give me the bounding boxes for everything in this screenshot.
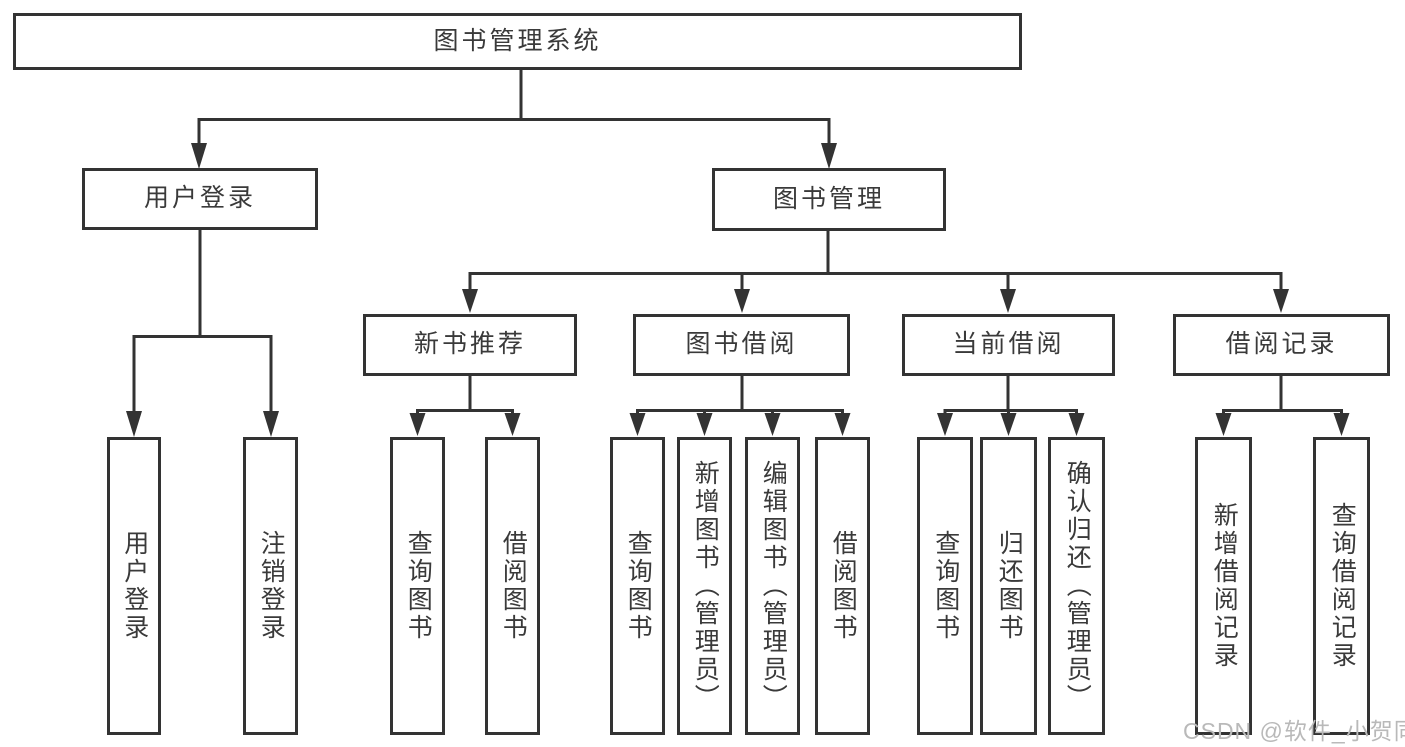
leaf-query-borrow-record: 查询借阅记录 — [1313, 437, 1370, 735]
arrowhead — [1273, 289, 1289, 313]
node-current-borrow: 当前借阅 — [902, 314, 1115, 376]
node-user-login: 用户登录 — [82, 168, 318, 230]
arrowhead — [696, 413, 713, 436]
node-label: 用户登录 — [143, 184, 256, 213]
node-new-book-recommend: 新书推荐 — [363, 314, 577, 376]
node-label: 借阅记录 — [1225, 330, 1338, 359]
arrowhead — [1333, 413, 1350, 436]
node-label: 图书管理 — [772, 184, 885, 213]
node-label: 新增图书（管理员） — [691, 460, 720, 712]
leaf-return-book: 归还图书 — [980, 437, 1037, 735]
leaf-query-books-borrow: 查询图书 — [610, 437, 665, 735]
leaf-query-books-recommend: 查询图书 — [390, 437, 445, 735]
arrowhead — [1068, 413, 1085, 436]
node-label: 新书推荐 — [413, 330, 526, 359]
connector-book-borrow-children — [629, 376, 851, 436]
node-label: 图书借阅 — [685, 330, 798, 359]
node-borrow-records: 借阅记录 — [1173, 314, 1390, 376]
arrowhead — [937, 413, 953, 436]
arrowhead — [504, 413, 521, 436]
connector-user-login-children — [126, 230, 279, 437]
leaf-borrow-books-recommend: 借阅图书 — [485, 437, 540, 735]
node-label: 借阅图书 — [499, 530, 528, 642]
node-label: 新增借阅记录 — [1210, 502, 1239, 670]
arrowhead — [821, 143, 837, 169]
leaf-query-books-current: 查询图书 — [917, 437, 973, 735]
connector-borrow-records-children — [1215, 376, 1350, 436]
arrowhead — [629, 413, 646, 436]
csdn-watermark: CSDN @软件_小贺同学 — [1183, 718, 1405, 744]
arrowhead — [191, 143, 207, 169]
connector-root-to-level2 — [191, 70, 837, 169]
node-label: 确认归还（管理员） — [1063, 460, 1092, 712]
node-label: 借阅图书 — [829, 530, 858, 642]
node-label: 查询图书 — [624, 530, 653, 642]
connector-book-mgmt-children — [462, 231, 1289, 313]
leaf-confirm-return-admin: 确认归还（管理员） — [1048, 437, 1105, 735]
node-label: 查询借阅记录 — [1328, 502, 1357, 670]
connector-new-book-rec-children — [409, 376, 521, 436]
node-label: 用户登录 — [120, 530, 149, 642]
leaf-user-login: 用户登录 — [107, 437, 161, 735]
node-label: 注销登录 — [257, 530, 286, 642]
node-label: 归还图书 — [995, 530, 1024, 642]
node-label: 查询图书 — [931, 530, 960, 642]
node-book-management: 图书管理 — [712, 168, 946, 231]
leaf-add-borrow-record: 新增借阅记录 — [1195, 437, 1252, 735]
arrowhead — [834, 413, 851, 436]
node-label: 图书管理系统 — [433, 26, 602, 55]
node-label: 编辑图书（管理员） — [759, 460, 788, 712]
arrowhead — [126, 411, 142, 437]
leaf-logout: 注销登录 — [243, 437, 298, 735]
leaf-edit-book-admin: 编辑图书（管理员） — [745, 437, 800, 735]
arrowhead — [409, 413, 426, 436]
leaf-borrow-books: 借阅图书 — [815, 437, 870, 735]
arrowhead — [764, 413, 781, 436]
arrowhead — [1000, 413, 1017, 436]
arrowhead — [734, 289, 750, 313]
arrowhead — [462, 289, 478, 313]
node-root-system: 图书管理系统 — [13, 13, 1022, 70]
leaf-add-book-admin: 新增图书（管理员） — [677, 437, 732, 735]
connector-current-borrow-children — [937, 376, 1085, 436]
arrowhead — [263, 411, 279, 437]
node-book-borrow: 图书借阅 — [633, 314, 850, 376]
node-label: 查询图书 — [404, 530, 433, 642]
node-label: 当前借阅 — [952, 330, 1065, 359]
arrowhead — [1000, 289, 1016, 313]
arrowhead — [1215, 413, 1232, 436]
